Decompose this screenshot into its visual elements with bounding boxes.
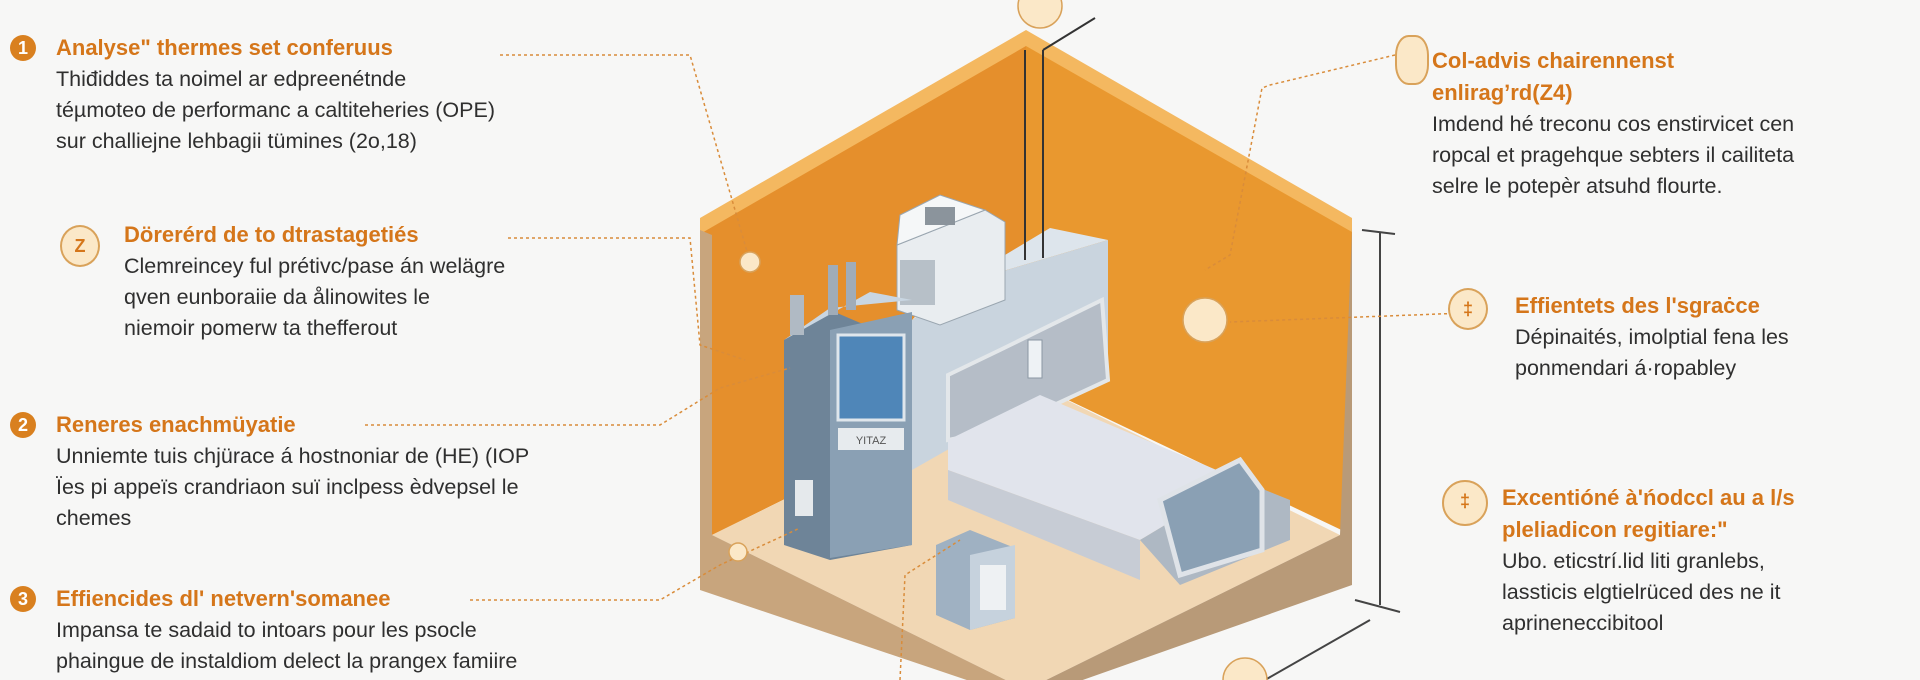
item-title: Effiencides dl' netvern'somanee <box>56 586 391 611</box>
item-body-line: phaingue de instaldiom delect la prangex… <box>56 649 518 673</box>
connector-lines <box>365 54 1466 680</box>
item-title: Col-advis chairennenst <box>1432 48 1675 73</box>
item-title: Excentióné à'ńodccl au a l/s <box>1502 485 1795 510</box>
item-title: Effientets des l'sgraċce <box>1515 293 1760 318</box>
item-body-line: sur challiejne lehbagii tümines (2o,18) <box>56 129 417 153</box>
floor-left-side <box>700 230 1006 680</box>
item-body-line: ponmendari á·ropabley <box>1515 356 1737 380</box>
item-title: Dörerérd de to dtrastagetiés <box>124 222 419 247</box>
item-body-line: Ubo. eticstrí.lid liti granlebs, <box>1502 549 1765 573</box>
item-body-line: Ïes pi appeïs crandriaon suï inclpess èd… <box>56 475 519 499</box>
number-badge-icon: 1 <box>10 35 36 61</box>
badge-icon <box>1395 35 1429 85</box>
item-body-line: Impansa te sadaid to intoars pour les ps… <box>56 618 477 642</box>
small-unit <box>936 530 1015 630</box>
item-title: Reneres enachmüyatie <box>56 412 296 437</box>
connector-badge-icon <box>1182 297 1228 343</box>
number-badge-icon: Z <box>60 225 100 267</box>
item-body-line: ropcal et pragehque sebters il cailiteta <box>1432 143 1795 167</box>
item-body-line: Imdend hé treconu cos enstirvicet cen <box>1432 112 1795 136</box>
number-badge-icon: 2 <box>10 412 36 438</box>
floor-right-side <box>1046 228 1352 680</box>
right-item-2: ‡ Effientets des l'sgraċce Dépinaités, i… <box>1448 288 1789 384</box>
left-item-2: Z Dörerérd de to dtrastagetiés Clemreinc… <box>60 219 505 344</box>
right-wall <box>1026 38 1352 535</box>
badge-icon: ‡ <box>1442 480 1488 526</box>
item-body-line: téµmoteo de performanc a caltiteheries (… <box>56 98 495 122</box>
item-body-line: Thiđiddes ta noimel ar edpreenétnde <box>56 67 407 91</box>
item-title: enliragʼrd(Z4) <box>1432 80 1573 105</box>
right-item-3: ‡ Excentióné à'ńodccl au a l/s pleliadic… <box>1442 480 1795 639</box>
heat-pump-unit: YITAZ <box>784 262 912 560</box>
right-item-1: Col-advis chairennenst enliragʼrd(Z4) Im… <box>1395 35 1795 202</box>
item-body-line: Unniemte tuis chjürace á hostnoniar de (… <box>56 444 530 468</box>
item-body-line: lassticis elgtielrüced des ne it <box>1502 580 1781 604</box>
left-item-4: 3 Effiencides dl' netvern'somanee Impans… <box>10 583 517 677</box>
left-item-3: 2 Reneres enachmüyatie Unniemte tuis chj… <box>10 409 529 534</box>
badge-icon: ‡ <box>1448 288 1488 330</box>
number-badge-icon: 3 <box>10 586 36 612</box>
item-body-line: niemoir pomerw ta thefferout <box>124 316 398 340</box>
item-body-line: qven eunboraiie da ålinowites le <box>124 285 430 309</box>
bed <box>946 296 1290 585</box>
item-body-line: Clemreincey ful prétivc/pase án welägre <box>124 254 506 278</box>
item-title: Analyse" thermes set conferuus <box>56 35 393 60</box>
item-body-line: aprineneccibitool <box>1502 611 1664 635</box>
ac-unit <box>896 194 1006 326</box>
left-item-1: 1 Analyse" thermes set conferuus Thiđidd… <box>10 32 495 157</box>
item-body-line: Dépinaités, imolptial fena les <box>1515 325 1789 349</box>
item-body-line: selre le potepèr atsuhd flourte. <box>1432 174 1723 198</box>
item-body-line: chemes <box>56 506 132 530</box>
item-title: pleliadicon regitiare:" <box>1502 517 1728 542</box>
unit-label: YITAZ <box>856 435 887 447</box>
